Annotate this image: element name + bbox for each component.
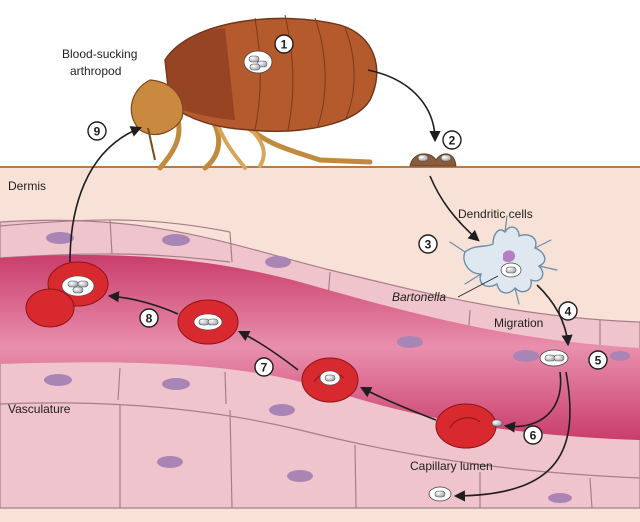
- step-marker-9: 9: [88, 122, 106, 140]
- step-number: 3: [425, 238, 432, 252]
- step-number: 4: [565, 305, 572, 319]
- capillary-lumen-label: Capillary lumen: [410, 459, 493, 473]
- flea-feces-deposit: [410, 154, 456, 166]
- step-marker-8: 8: [140, 309, 158, 327]
- arthropod-label-line2: arthropod: [70, 64, 121, 78]
- dendritic-cells-label: Dendritic cells: [458, 207, 533, 221]
- step-marker-2: 2: [443, 131, 461, 149]
- bacterium-icon: [244, 51, 272, 73]
- bartonella-label: Bartonella: [392, 290, 446, 304]
- vasculature-label: Vasculature: [8, 402, 71, 416]
- step-number: 5: [595, 354, 602, 368]
- step-marker-4: 4: [559, 302, 577, 320]
- bacterium-vacuole-lower: [429, 487, 451, 501]
- step-number: 9: [94, 125, 101, 139]
- dermis-label: Dermis: [8, 179, 46, 193]
- step-marker-3: 3: [419, 235, 437, 253]
- step-number: 7: [261, 361, 268, 375]
- step-marker-6: 6: [524, 426, 542, 444]
- arthropod-label-line1: Blood-sucking: [62, 47, 137, 61]
- step-marker-5: 5: [589, 351, 607, 369]
- step-number: 2: [449, 134, 456, 148]
- flea-icon: [131, 15, 376, 168]
- step-marker-7: 7: [255, 358, 273, 376]
- step-number: 6: [530, 429, 537, 443]
- migration-label: Migration: [494, 316, 543, 330]
- infected-endothelial-vacuole: [540, 350, 568, 366]
- step-marker-1: 1: [275, 35, 293, 53]
- step-number: 1: [281, 38, 288, 52]
- step-number: 8: [146, 312, 153, 326]
